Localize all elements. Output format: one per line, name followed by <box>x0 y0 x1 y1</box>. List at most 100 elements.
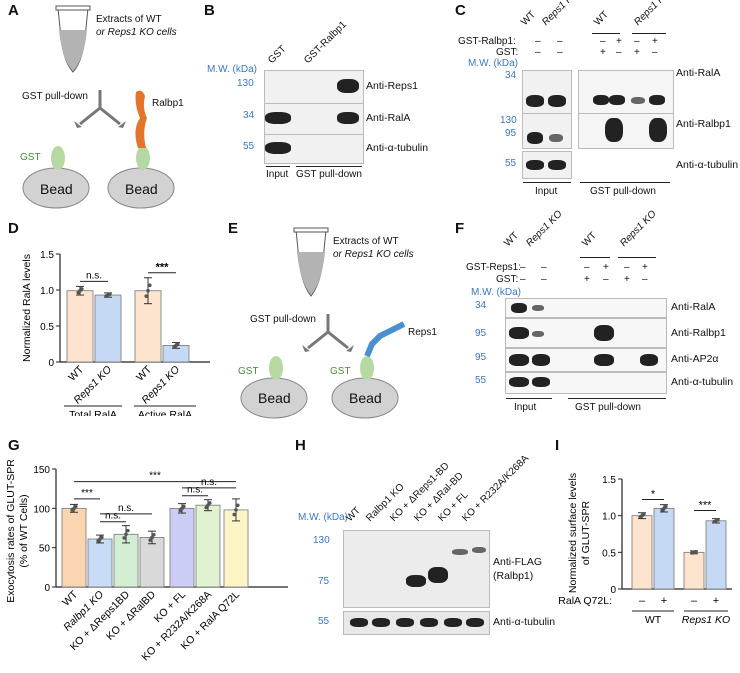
y-tick-label: 0.5 <box>40 322 54 333</box>
f-marker-55: 55 <box>475 375 487 386</box>
b-blot-label-reps1: Anti-Reps1 <box>366 80 418 92</box>
x-tick-label: + <box>661 595 667 607</box>
f-lane-wt-2: WT <box>580 230 599 249</box>
c-lane-ko-1: Reps1 KO <box>540 0 581 29</box>
y-tick-label: 1.5 <box>602 475 616 486</box>
a-bead-label-right: Bead <box>125 181 158 197</box>
c-row2-v5: + <box>634 47 640 58</box>
x-tick-label: – <box>639 595 646 607</box>
a-pulldown-label: GST pull-down <box>22 91 88 102</box>
y-tick-label: 1.0 <box>602 512 616 523</box>
data-point <box>150 535 154 540</box>
x-tick-label: WT <box>60 588 80 608</box>
group-label: Active RalA <box>138 409 192 416</box>
bar <box>631 515 653 590</box>
y-tick-label: 0 <box>48 358 54 369</box>
c-row2-label: GST: <box>496 47 519 58</box>
c-blot-tubulin-input <box>522 151 572 179</box>
c-marker-34: 34 <box>505 70 517 81</box>
f-marker-34: 34 <box>475 300 487 311</box>
bar <box>705 520 727 590</box>
f-row2-v2: – <box>541 274 547 285</box>
a-gst-label: GST <box>20 152 41 163</box>
c-blot-rala-input <box>522 70 572 114</box>
b-lane-gst: GST <box>266 43 289 66</box>
f-marker-95-b: 95 <box>475 352 487 363</box>
sig-label: n.s. <box>105 511 121 522</box>
panel-e-schematic <box>240 227 406 419</box>
x-tick-label: + <box>713 595 719 607</box>
data-point <box>234 508 238 512</box>
h-blot-flag <box>343 530 490 608</box>
f-row1-v6: + <box>642 262 648 273</box>
data-point <box>80 287 84 291</box>
data-point <box>108 292 112 296</box>
h-marker-130: 130 <box>313 535 330 546</box>
data-point <box>232 512 236 517</box>
b-blot-label-rala: Anti-RalA <box>366 112 411 124</box>
c-pulldown-label: GST pull-down <box>590 186 656 197</box>
data-point <box>124 532 128 537</box>
h-lane-r232a: KO + R232A/K268A <box>460 453 532 524</box>
c-blot-label-rala: Anti-RalA <box>676 67 721 79</box>
bar <box>223 509 249 588</box>
data-point <box>694 549 698 554</box>
bar <box>66 290 94 363</box>
h-marker-55: 55 <box>318 616 330 627</box>
data-point <box>182 504 186 509</box>
f-blot-label-ralbp1: Anti-Ralbp1 <box>671 327 726 339</box>
bar <box>139 537 165 588</box>
c-row2-v1: – <box>535 47 541 58</box>
y-tick-label: 150 <box>33 465 50 476</box>
data-point <box>176 342 180 347</box>
c-blot-label-ralbp1: Anti-Ralbp1 <box>676 118 731 130</box>
y-tick-label: 0 <box>44 583 50 594</box>
panel-letter-b: B <box>204 2 215 19</box>
c-row1-v3: – <box>600 36 606 47</box>
f-row1-v4: + <box>603 262 609 273</box>
h-blot-label-tubulin: Anti-α-tubulin <box>493 616 556 628</box>
group-label: Total RalA <box>69 409 117 416</box>
e-bead-label-right: Bead <box>349 390 382 406</box>
a-bead-label-left: Bead <box>40 181 73 197</box>
c-blot-label-tubulin: Anti-α-tubulin <box>676 159 739 171</box>
b-pulldown-label: GST pull-down <box>296 169 362 180</box>
data-point <box>146 288 150 293</box>
c-mw-label: M.W. (kDa) <box>468 58 518 69</box>
sig-label: *** <box>699 500 713 512</box>
b-marker-34: 34 <box>243 110 255 121</box>
y-axis-label: (% of WT Cells) <box>18 494 30 567</box>
f-mw-label: M.W. (kDa) <box>471 287 521 298</box>
panel-letter-i: I <box>555 437 560 454</box>
f-row2-v6: – <box>642 274 648 285</box>
c-row2-v4: – <box>616 47 622 58</box>
f-blot-tubulin <box>505 372 667 394</box>
f-lane-ko-2: Reps1 KO <box>618 208 659 249</box>
c-marker-95: 95 <box>505 128 517 139</box>
data-point <box>74 504 78 509</box>
a-extract-line2: or Reps1 KO cells <box>96 27 177 38</box>
h-blot-tubulin <box>343 611 490 635</box>
f-row2-v4: – <box>603 274 609 285</box>
e-extract-line2: or Reps1 KO cells <box>333 249 414 260</box>
panel-a-schematic <box>22 5 175 209</box>
b-input-label: Input <box>266 169 289 180</box>
panel-letter-d: D <box>8 220 19 237</box>
f-row1-v1: – <box>520 262 526 273</box>
f-row1-v5: – <box>624 262 630 273</box>
y-tick-label: 0 <box>610 585 616 596</box>
c-lane-wt-1: WT <box>519 9 538 29</box>
c-marker-55: 55 <box>505 158 517 169</box>
data-point <box>208 501 212 505</box>
h-mw-label: M.W. (kDa) <box>298 512 348 523</box>
bar <box>169 507 195 588</box>
b-marker-55: 55 <box>243 141 255 152</box>
c-blot-ralbp1-pulldown <box>578 113 674 149</box>
e-reps1-label: Reps1 <box>408 327 437 338</box>
panel-letter-e: E <box>228 220 239 237</box>
e-pulldown-label: GST pull-down <box>250 314 316 325</box>
f-row1-v3: – <box>584 262 590 273</box>
data-point <box>148 283 152 288</box>
